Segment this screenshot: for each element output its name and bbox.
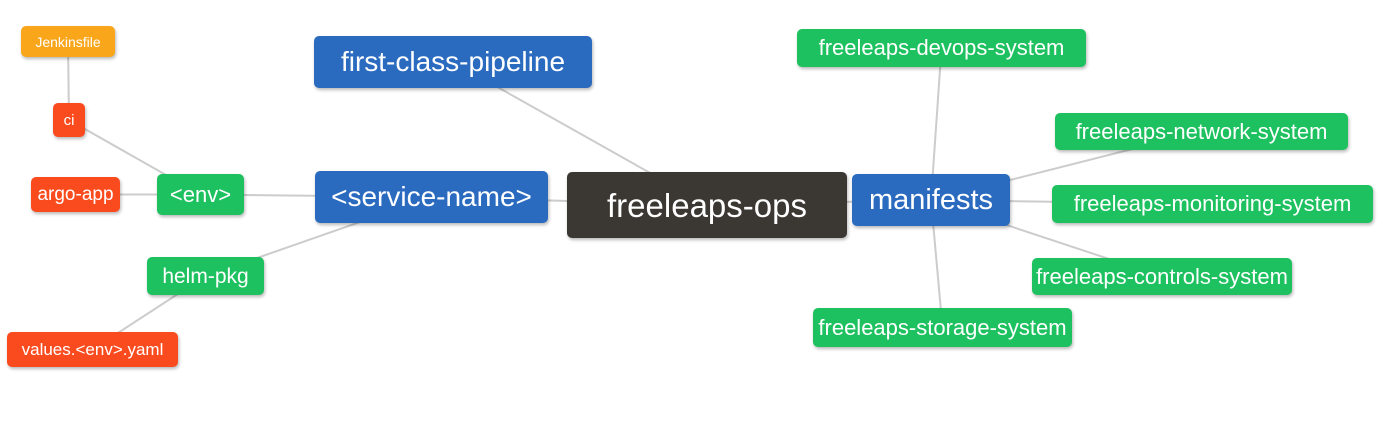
node-values-env-yaml[interactable]: values.<env>.yaml bbox=[7, 332, 178, 367]
node-first-class-pipeline[interactable]: first-class-pipeline bbox=[314, 36, 592, 88]
node-env[interactable]: <env> bbox=[157, 174, 244, 215]
node-freeleaps-ops[interactable]: freeleaps-ops bbox=[567, 172, 847, 238]
node-service-name[interactable]: <service-name> bbox=[315, 171, 548, 223]
node-jenkinsfile[interactable]: Jenkinsfile bbox=[21, 26, 115, 57]
node-freeleaps-controls-system[interactable]: freeleaps-controls-system bbox=[1032, 258, 1292, 295]
node-freeleaps-network-system[interactable]: freeleaps-network-system bbox=[1055, 113, 1348, 150]
node-freeleaps-devops-system[interactable]: freeleaps-devops-system bbox=[797, 29, 1086, 67]
node-ci[interactable]: ci bbox=[53, 103, 85, 137]
node-manifests[interactable]: manifests bbox=[852, 174, 1010, 226]
node-freeleaps-monitoring-system[interactable]: freeleaps-monitoring-system bbox=[1052, 185, 1373, 223]
node-argo-app[interactable]: argo-app bbox=[31, 177, 120, 212]
node-helm-pkg[interactable]: helm-pkg bbox=[147, 257, 264, 295]
node-freeleaps-storage-system[interactable]: freeleaps-storage-system bbox=[813, 308, 1072, 347]
